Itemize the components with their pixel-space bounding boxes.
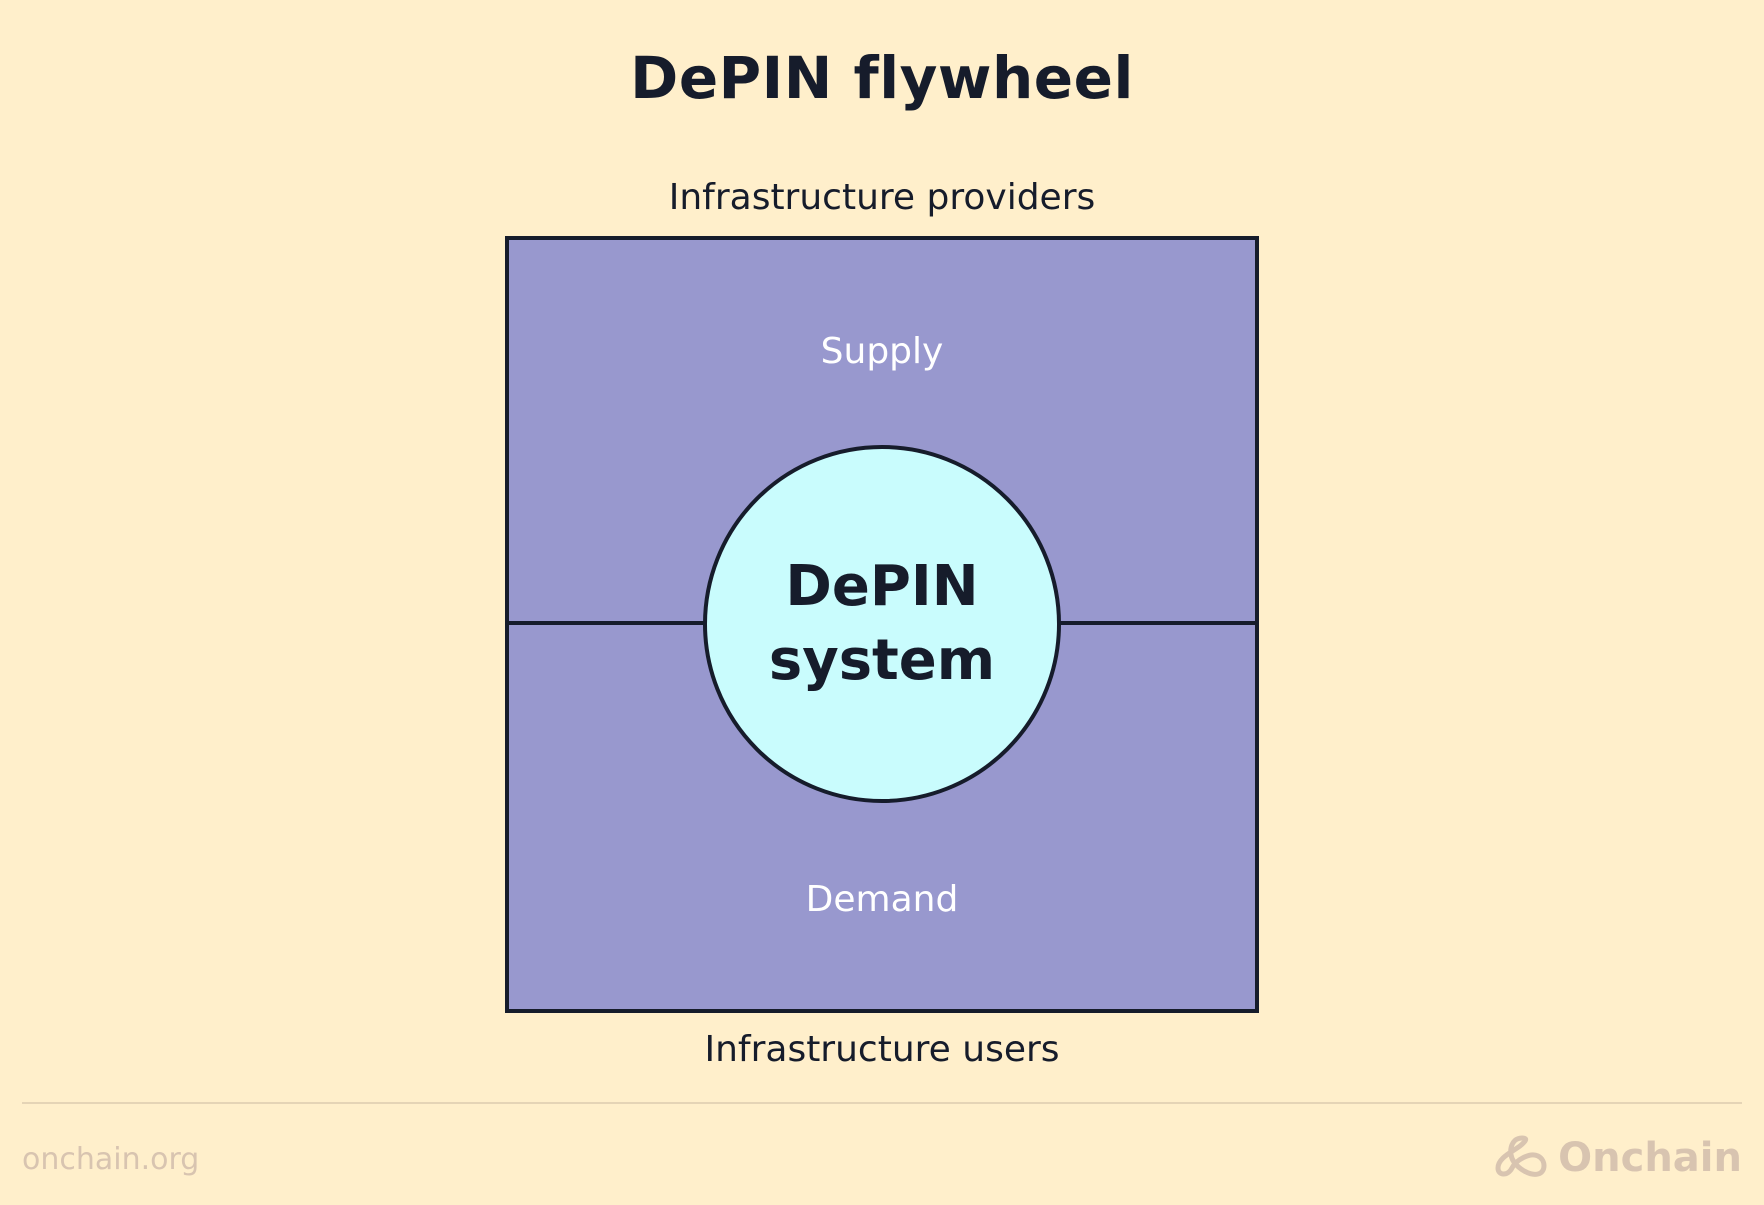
onchain-logo-icon [1495,1135,1547,1177]
footer-divider [22,1102,1742,1104]
demand-label: Demand [805,879,959,920]
footer-brand: Onchain [1558,1135,1742,1181]
supply-label: Supply [820,331,944,372]
center-circle: DePIN system [703,445,1061,803]
diagram-title: DePIN flywheel [630,44,1134,112]
center-label: DePIN system [768,554,996,693]
bottom-axis-label: Infrastructure users [704,1029,1060,1070]
footer-url: onchain.org [22,1142,200,1177]
footer-logo: Onchain [1492,1130,1742,1186]
top-axis-label: Infrastructure providers [668,177,1096,218]
